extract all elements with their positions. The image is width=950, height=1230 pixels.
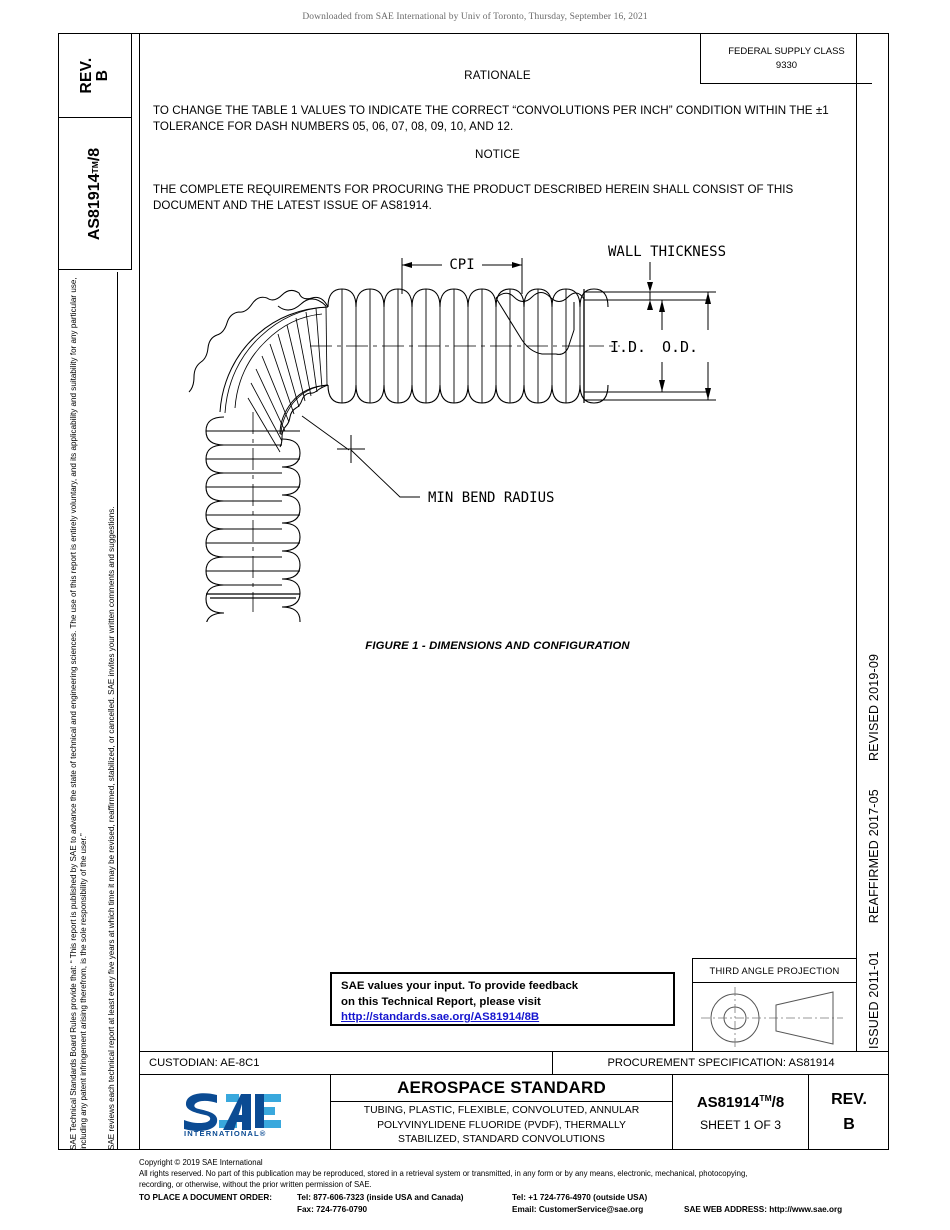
figure-1-drawing: CPI WALL THICKNESS I.D. <box>150 222 850 642</box>
sidebar-legal-column-1: SAE Technical Standards Board Rules prov… <box>58 272 90 1150</box>
doc-number-tm: TM <box>759 1093 772 1103</box>
footer-rights-1: All rights reserved. No part of this pub… <box>139 1169 748 1179</box>
procurement-spec-cell: PROCUREMENT SPECIFICATION: AS81914 <box>607 1057 835 1069</box>
date-issued: ISSUED 2011-01 <box>866 951 881 1049</box>
download-banner: Downloaded from SAE International by Uni… <box>302 12 648 22</box>
footer-order-row-1: TO PLACE A DOCUMENT ORDER: Tel: 877-606-… <box>139 1192 899 1204</box>
footer-order-label: TO PLACE A DOCUMENT ORDER: <box>139 1193 272 1203</box>
document-inner-frame <box>139 33 889 1150</box>
date-revised: REVISED 2019-09 <box>866 653 881 762</box>
figure-caption: FIGURE 1 - DIMENSIONS AND CONFIGURATION <box>365 640 630 652</box>
footer-rights-2: recording, or otherwise, without the pri… <box>139 1180 372 1190</box>
footer-email: Email: CustomerService@sae.org <box>512 1204 644 1214</box>
label-cpi: CPI <box>449 257 474 273</box>
label-od: O.D. <box>662 338 698 356</box>
sidebar-rev-label: REV. <box>77 57 95 94</box>
rationale-heading: RATIONALE <box>464 69 531 82</box>
sidebar-doc-label: AS81914 <box>86 173 103 241</box>
third-angle-projection-box: THIRD ANGLE PROJECTION <box>692 958 856 1051</box>
sae-logo: INTERNATIONAL® <box>139 1075 331 1150</box>
footer-tel-outside: Tel: +1 724-776-4970 (outside USA) <box>512 1193 648 1203</box>
rationale-body: TO CHANGE THE TABLE 1 VALUES TO INDICATE… <box>153 104 829 133</box>
sheet-number: SHEET 1 OF 3 <box>699 1118 782 1132</box>
title-block-doc-number-area: AS81914TM/8 SHEET 1 OF 3 <box>673 1075 809 1150</box>
doc-number-base: AS81914 <box>696 1094 760 1111</box>
feedback-box: SAE values your input. To provide feedba… <box>330 972 675 1026</box>
doc-number: AS81914TM/8 <box>697 1093 784 1111</box>
title-block-rev-area: REV. B <box>809 1075 889 1150</box>
doc-number-suffix: /8 <box>771 1094 785 1111</box>
title-block-title-area: AEROSPACE STANDARD TUBING, PLASTIC, FLEX… <box>331 1075 673 1150</box>
sae-logo-icon: INTERNATIONAL® <box>183 1092 281 1137</box>
sidebar-rev-box: REV. B <box>58 33 132 118</box>
title-block-rev-label: REV. <box>831 1091 867 1108</box>
notice-body: THE COMPLETE REQUIREMENTS FOR PROCURING … <box>153 183 794 212</box>
sidebar-legal-text-2: SAE reviews each technical report at lea… <box>107 506 117 1150</box>
sidebar-dates-text: ISSUED 2011-01 REAFFIRMED 2017-05 REVISE… <box>857 33 890 1051</box>
feedback-url-link[interactable]: http://standards.sae.org/AS81914/8B <box>341 1011 540 1023</box>
feedback-line-1: SAE values your input. To provide feedba… <box>341 980 579 992</box>
third-angle-projection-symbol <box>693 983 856 1053</box>
projection-symbol-svg <box>701 987 843 1049</box>
tube-diagram-svg: CPI WALL THICKNESS I.D. <box>188 244 726 642</box>
notice-heading: NOTICE <box>475 148 520 161</box>
footer: Copyright © 2019 SAE International All r… <box>139 1157 899 1215</box>
document-title: TUBING, PLASTIC, FLEXIBLE, CONVOLUTED, A… <box>331 1102 672 1150</box>
custodian-row: CUSTODIAN: AE-8C1 PROCUREMENT SPECIFICAT… <box>139 1051 889 1075</box>
sidebar-dates-column: ISSUED 2011-01 REAFFIRMED 2017-05 REVISE… <box>856 33 889 1051</box>
federal-supply-class-label: FEDERAL SUPPLY CLASS <box>728 45 845 57</box>
feedback-line-2: on this Technical Report, please visit <box>341 995 541 1008</box>
third-angle-projection-title: THIRD ANGLE PROJECTION <box>693 959 856 983</box>
footer-web-address: SAE WEB ADDRESS: http://www.sae.org <box>684 1204 843 1214</box>
sidebar-rev-value: B <box>94 69 111 82</box>
label-min-bend-radius: MIN BEND RADIUS <box>428 490 554 506</box>
title-block-rev-value: B <box>843 1116 855 1133</box>
footer-copyright: Copyright © 2019 SAE International <box>139 1158 263 1167</box>
document-title-line-3: STABILIZED, STANDARD CONVOLUTIONS <box>398 1134 605 1146</box>
title-block: INTERNATIONAL® AEROSPACE STANDARD TUBING… <box>139 1075 889 1150</box>
footer-order-row-2: Fax: 724-776-0790 Email: CustomerService… <box>139 1204 899 1216</box>
footer-tel-inside: Tel: 877-606-7323 (inside USA and Canada… <box>297 1193 464 1203</box>
label-id: I.D. <box>610 338 646 356</box>
document-outer-frame <box>58 33 889 1150</box>
document-title-line-2: POLYVINYLIDENE FLUORIDE (PVDF), THERMALL… <box>377 1119 626 1131</box>
sidebar-doc-tm: TM <box>90 161 100 174</box>
custodian-cell: CUSTODIAN: AE-8C1 <box>139 1052 553 1074</box>
sidebar-rev-text: REV. B <box>58 33 132 118</box>
sidebar-doc-suffix: /8 <box>86 147 103 162</box>
sae-logo-subtext: INTERNATIONAL® <box>184 1129 266 1137</box>
document-title-line-1: TUBING, PLASTIC, FLEXIBLE, CONVOLUTED, A… <box>363 1105 640 1117</box>
sidebar-legal-column-2: SAE reviews each technical report at lea… <box>90 272 118 1150</box>
footer-fax: Fax: 724-776-0790 <box>297 1204 368 1214</box>
standard-type-label: AEROSPACE STANDARD <box>331 1075 672 1102</box>
label-wall-thickness: WALL THICKNESS <box>608 244 726 260</box>
federal-supply-class-value: 9330 <box>775 59 798 71</box>
sidebar-legal-text-1: SAE Technical Standards Board Rules prov… <box>68 277 89 1150</box>
date-reaffirmed: REAFFIRMED 2017-05 <box>866 789 881 924</box>
federal-supply-class-box: FEDERAL SUPPLY CLASS 9330 <box>700 34 872 84</box>
